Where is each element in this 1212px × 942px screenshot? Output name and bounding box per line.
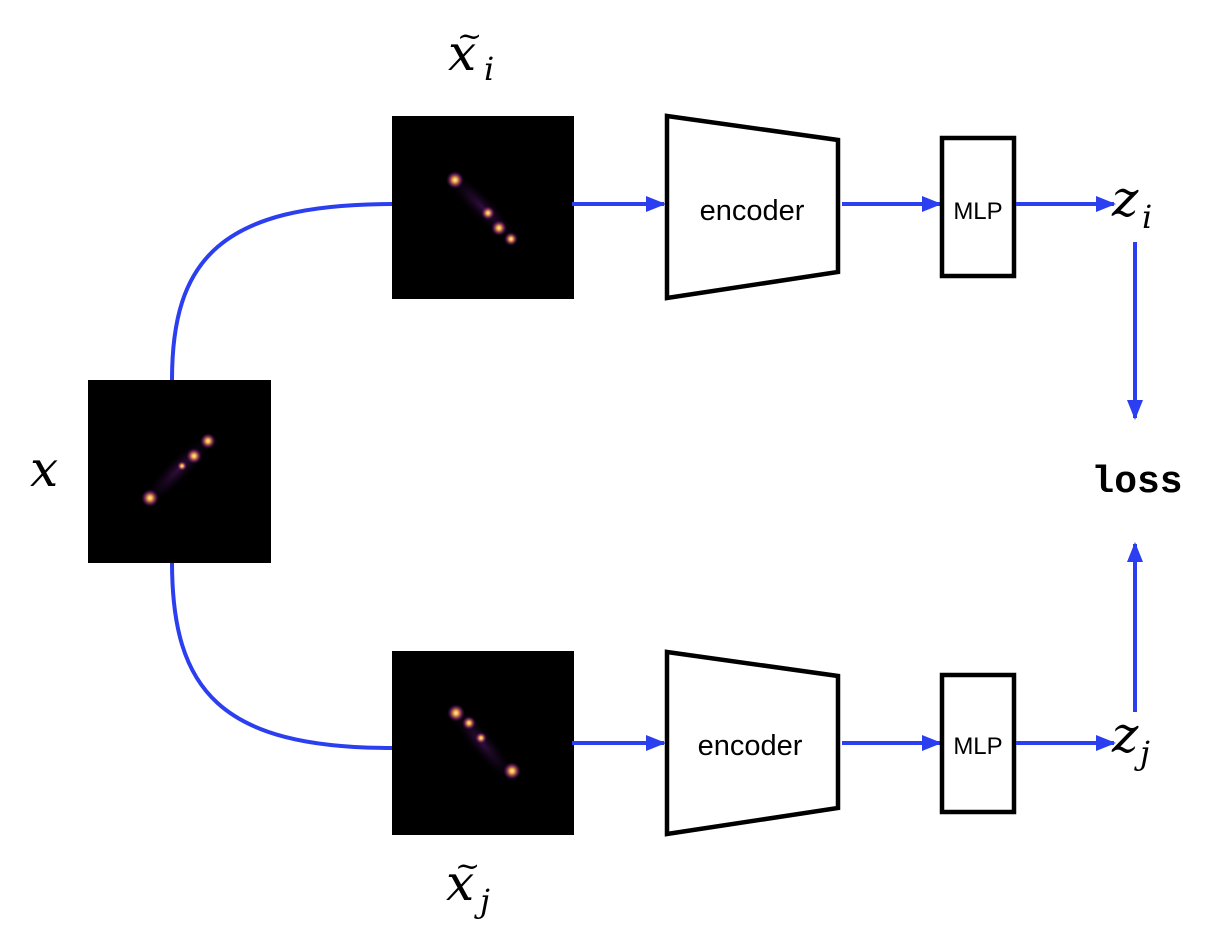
svg-text:i: i	[1142, 198, 1152, 236]
label-x-tilde-i: x ~ i	[448, 19, 494, 88]
encoder-top	[664, 113, 841, 301]
encoder-bottom	[664, 649, 841, 837]
svg-text:z: z	[1111, 706, 1139, 764]
mlp-top	[939, 135, 1017, 279]
loss-label: loss	[1091, 461, 1182, 504]
branch-curve-bottom	[170, 561, 393, 750]
label-z-i: z i	[1111, 170, 1152, 236]
svg-text:x: x	[448, 24, 476, 82]
svg-text:~: ~	[457, 19, 482, 54]
encoder-top-label: encoder	[700, 195, 805, 227]
image-x-i	[392, 116, 574, 299]
label-x-tilde-j: x ~ j	[446, 849, 490, 920]
image-x	[88, 380, 271, 563]
image-x-j	[392, 651, 574, 835]
mlp-bottom-label: MLP	[953, 733, 1002, 760]
branch-curve-top	[170, 202, 393, 381]
label-z-j: z j	[1111, 706, 1150, 772]
svg-text:z: z	[1111, 170, 1139, 228]
encoder-bottom-label: encoder	[698, 730, 803, 762]
svg-text:~: ~	[455, 849, 480, 884]
svg-text:x: x	[446, 854, 474, 912]
label-x: x	[30, 440, 58, 498]
svg-text:i: i	[484, 50, 494, 88]
mlp-top-label: MLP	[953, 198, 1002, 225]
svg-text:j: j	[474, 882, 490, 920]
mlp-bottom	[939, 672, 1017, 815]
